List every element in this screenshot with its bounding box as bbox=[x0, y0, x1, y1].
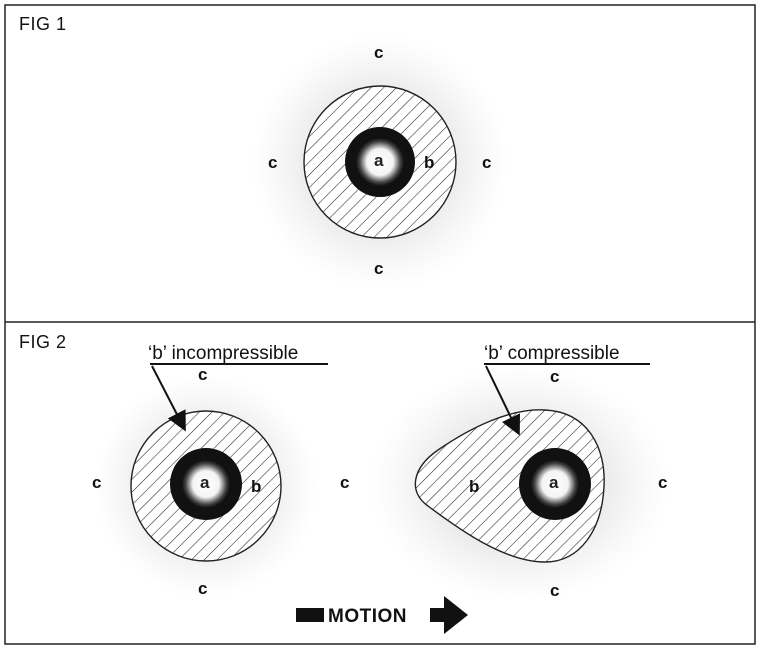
motion-indicator: MOTION bbox=[296, 596, 468, 634]
fig2-right-callout-arrow bbox=[485, 365, 521, 436]
fig1-label-b: b bbox=[424, 153, 434, 172]
fig2-right-label-c-bottom: c bbox=[550, 581, 559, 600]
fig2-right-label-c-top: c bbox=[550, 367, 559, 386]
fig2-left-label-b: b bbox=[251, 477, 261, 496]
fig1-diagram: a b c c c c bbox=[252, 34, 508, 290]
fig2-left-label-c-right: c bbox=[340, 473, 349, 492]
fig2-right-core-a bbox=[531, 460, 579, 508]
fig2-left-core-a bbox=[182, 460, 230, 508]
fig1-title: FIG 1 bbox=[19, 14, 67, 34]
fig2-right-label-a: a bbox=[549, 473, 559, 492]
fig1-core-a bbox=[356, 138, 404, 186]
fig1-label-c-right: c bbox=[482, 153, 491, 172]
fig2-left-diagram: a b c c c c ‘b’ incompressible bbox=[92, 343, 349, 598]
fig1-label-c-top: c bbox=[374, 43, 383, 62]
outer-frame bbox=[4, 4, 756, 645]
fig2-left-label-c-bottom: c bbox=[198, 579, 207, 598]
fig2-left-label-c-top: c bbox=[198, 365, 207, 384]
motion-label: MOTION bbox=[328, 606, 407, 627]
fig2-left-label-c-left: c bbox=[92, 473, 101, 492]
fig2-right-label-c-right: c bbox=[658, 473, 667, 492]
fig2-left-callout: ‘b’ incompressible bbox=[148, 343, 298, 364]
fig2-left-label-a: a bbox=[200, 473, 210, 492]
fig2-right-diagram: a b c c c ‘b’ compressible bbox=[370, 343, 670, 602]
fig2-right-callout: ‘b’ compressible bbox=[484, 343, 620, 364]
fig2-title: FIG 2 bbox=[19, 332, 67, 352]
motion-arrow-icon bbox=[430, 596, 468, 634]
motion-bar bbox=[296, 608, 324, 622]
fig2-right-label-b: b bbox=[469, 477, 479, 496]
fig2-left-callout-arrow bbox=[151, 365, 186, 432]
fig1-label-a: a bbox=[374, 151, 384, 170]
fig1-label-c-bottom: c bbox=[374, 259, 383, 278]
fig1-label-c-left: c bbox=[268, 153, 277, 172]
